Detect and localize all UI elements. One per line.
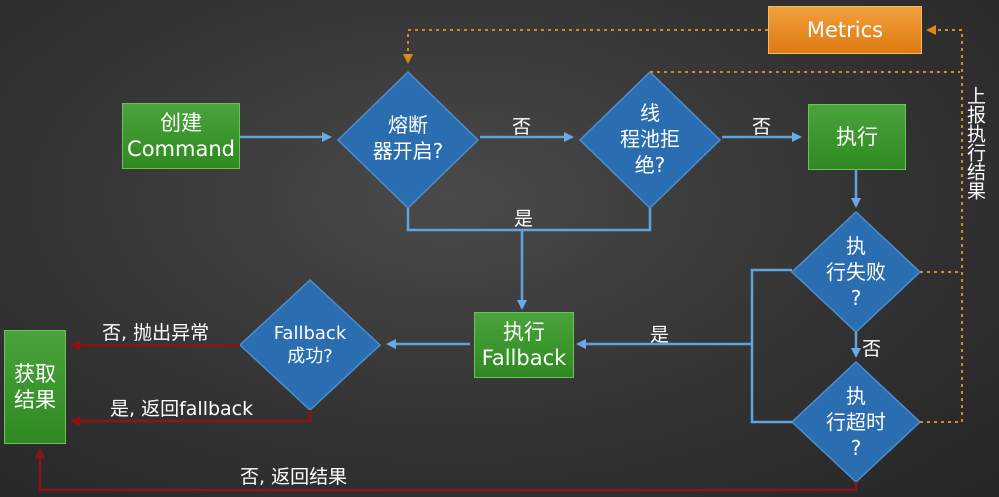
label-yes-fallback: 是 xyxy=(650,324,670,346)
pool-text: 线 程池拒 绝? xyxy=(620,101,680,177)
label-no-fail: 否 xyxy=(862,338,882,360)
exec-fail-text: 执 行失败 ? xyxy=(826,234,886,310)
arrow-return-result xyxy=(35,448,858,492)
label-no-breaker: 否 xyxy=(512,116,532,138)
breaker-text: 熔断 器开启? xyxy=(372,113,444,163)
arrow-fb-ok xyxy=(70,410,312,426)
arrow-metrics-breaker xyxy=(403,29,768,64)
exec-timeout-text: 执 行超时 ? xyxy=(826,384,886,460)
label-return-result: 否, 返回结果 xyxy=(240,466,348,488)
arrow-fail-yes-bracket xyxy=(750,268,792,424)
exec-node: 执行 xyxy=(808,104,906,170)
arrow-yes-merge xyxy=(406,208,652,232)
label-fb-fail: 否, 抛出异常 xyxy=(102,322,210,344)
create-command-node: 创建 Command xyxy=(122,103,240,169)
label-fb-ok: 是, 返回fallback xyxy=(110,398,254,420)
arrow-report-metrics xyxy=(926,25,963,422)
fallback-ok-text: Fallback 成功? xyxy=(273,322,347,367)
label-no-pool: 否 xyxy=(752,116,772,138)
get-result-node: 获取 结果 xyxy=(4,330,66,444)
metrics-node: Metrics xyxy=(768,6,922,54)
label-yes-merge: 是 xyxy=(514,208,534,230)
exec-fallback-node: 执行 Fallback xyxy=(474,312,574,378)
label-report: 上报执行结果 xyxy=(963,86,986,200)
